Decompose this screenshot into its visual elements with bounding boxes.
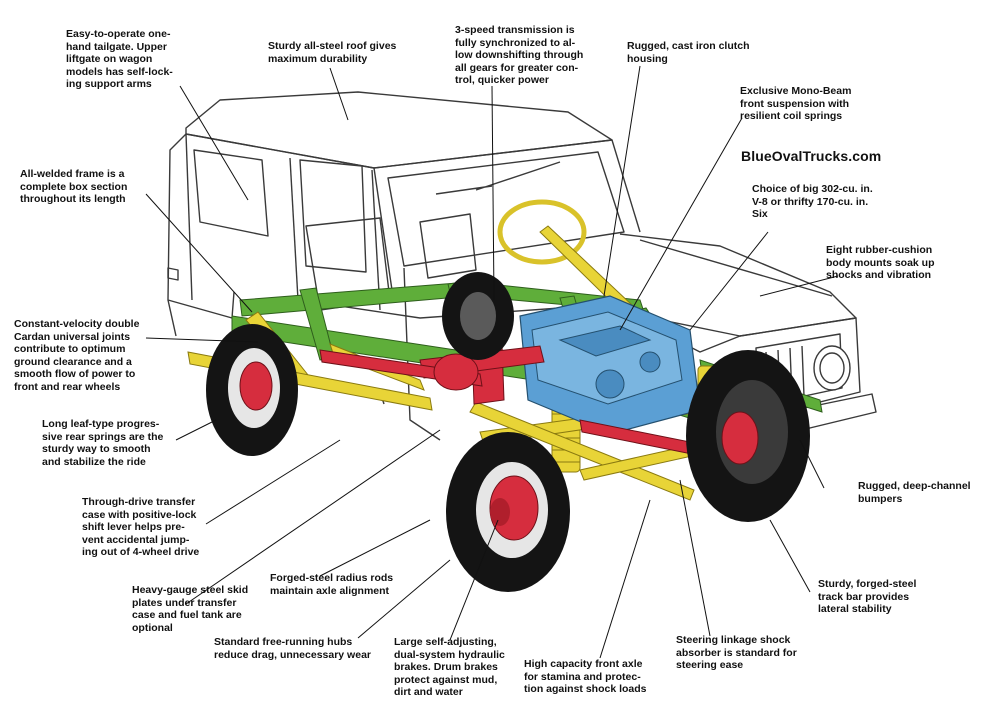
callout-engine: Choice of big 302-cu. in. V-8 or thrifty… [752, 183, 873, 221]
wheels [206, 272, 810, 592]
callout-steering-shock: Steering linkage shock absorber is stand… [676, 634, 797, 672]
leader-lines [145, 65, 839, 659]
callout-frame: All-welded frame is a complete box secti… [20, 168, 128, 206]
callout-front-axle: High capacity front axle for stamina and… [524, 658, 647, 696]
engine [519, 295, 701, 435]
callout-bumpers: Rugged, deep-channel bumpers [858, 480, 971, 505]
callout-clutch: Rugged, cast iron clutch housing [627, 40, 750, 65]
callout-hubs: Standard free-running hubs reduce drag, … [214, 636, 371, 661]
callout-track-bar: Sturdy, forged-steel track bar provides … [818, 578, 917, 616]
callout-transfer-case: Through-drive transfer case with positiv… [82, 496, 200, 559]
callout-transmission: 3-speed transmission is fully synchroniz… [455, 24, 584, 87]
callout-roof: Sturdy all-steel roof gives maximum dura… [268, 40, 397, 65]
callout-skid-plates: Heavy-gauge steel skid plates under tran… [132, 584, 249, 634]
callout-radius-rods: Forged-steel radius rods maintain axle a… [270, 572, 394, 597]
callout-cv-joints: Constant-velocity double Cardan universa… [14, 318, 140, 393]
callout-body-mounts: Eight rubber-cushion body mounts soak up… [826, 244, 935, 282]
callout-monobeam: Exclusive Mono-Beam front suspension wit… [740, 85, 852, 123]
callout-brakes: Large self-adjusting, dual-system hydrau… [394, 636, 505, 699]
callout-tailgate: Easy-to-operate one- hand tailgate. Uppe… [66, 28, 173, 91]
watermark: BlueOvalTrucks.com [741, 148, 882, 164]
callout-leaf-springs: Long leaf-type progres- sive rear spring… [42, 418, 164, 468]
